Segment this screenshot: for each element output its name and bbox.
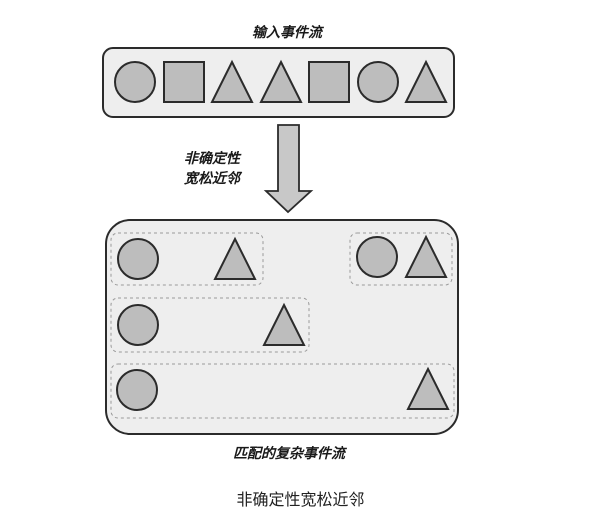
match-group-4-border (110, 363, 455, 419)
match-group-1-triangle (213, 236, 257, 280)
input-circle-2 (357, 61, 399, 103)
match-group-3-triangle (262, 302, 306, 346)
input-square-2 (308, 61, 350, 103)
arrow-label-line1: 非确定性 (184, 150, 242, 167)
matched-stream-label: 匹配的复杂事件流 (233, 445, 348, 462)
figure-caption: 非确定性宽松近邻 (236, 490, 365, 509)
match-group-2-circle (356, 236, 398, 278)
match-group-3 (110, 297, 310, 353)
input-stream-label: 输入事件流 (252, 24, 325, 41)
match-group-2-triangle (404, 234, 448, 278)
input-triangle-1 (210, 59, 254, 103)
input-triangle-2 (259, 59, 303, 103)
down-arrow-icon (263, 124, 314, 214)
match-group-3-circle (117, 304, 159, 346)
input-square-1 (163, 61, 205, 103)
match-group-1-border (110, 232, 264, 286)
match-group-2-border (349, 232, 453, 286)
input-shapes (114, 59, 448, 103)
match-group-1-circle (117, 238, 159, 280)
match-group-3-border (110, 297, 310, 353)
arrow-label-line2: 宽松近邻 (183, 170, 243, 187)
match-group-1 (110, 232, 264, 286)
match-group-4-triangle (406, 366, 450, 410)
input-circle-1 (114, 61, 156, 103)
input-triangle-3 (404, 59, 448, 103)
match-group-2 (349, 232, 453, 286)
match-group-4-circle (116, 369, 158, 411)
match-group-4 (110, 363, 455, 419)
